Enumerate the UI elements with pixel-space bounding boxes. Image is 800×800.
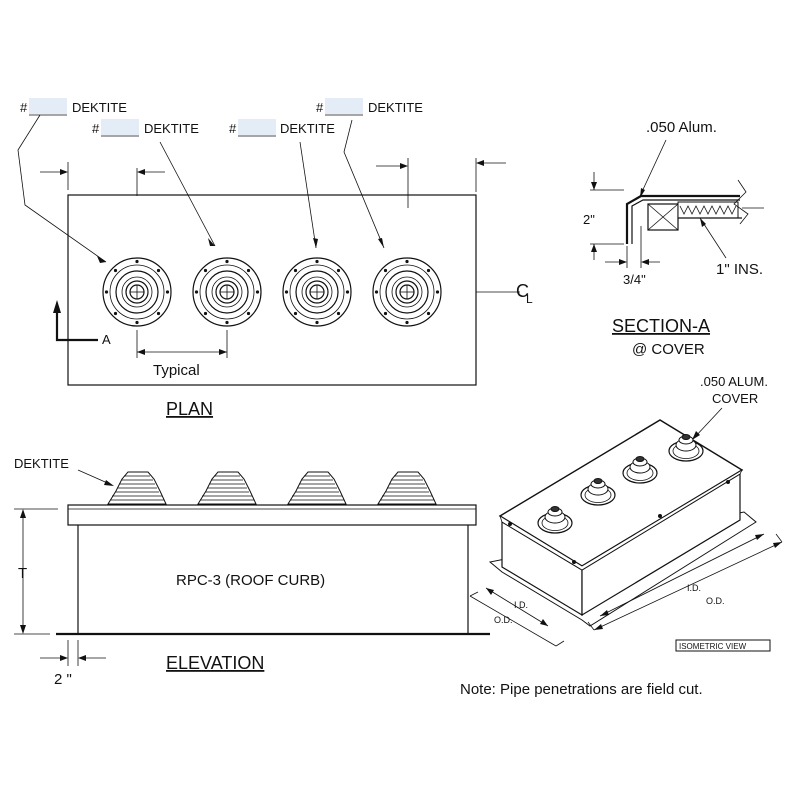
- elev-boot-1: [107, 471, 167, 505]
- section-subtitle: @ COVER: [632, 341, 705, 358]
- section-title: SECTION-A: [612, 316, 710, 336]
- iso-id-long: I.D.: [687, 583, 701, 593]
- iso-view-label: ISOMETRIC VIEW: [679, 642, 747, 651]
- svg-text:DEKTITE: DEKTITE: [144, 121, 199, 136]
- plan-top-dimensions: [40, 158, 506, 208]
- iso-boot-1: [537, 506, 573, 534]
- plan-title: PLAN: [166, 399, 213, 419]
- callout-dektite-3: # DEKTITE: [229, 119, 335, 249]
- svg-text:#: #: [20, 100, 28, 115]
- plan-view: # DEKTITE # DEKTITE # DEKTITE #: [17, 98, 533, 419]
- iso-od-long: O.D.: [706, 596, 725, 606]
- iso-boot-3: [622, 456, 658, 484]
- callout-dektite-4: # DEKTITE: [316, 98, 423, 249]
- plan-flange-4: [372, 257, 442, 327]
- iso-id-short: I.D.: [514, 600, 528, 610]
- alum-050-label: .050 Alum.: [646, 119, 717, 136]
- dim-T: T: [18, 565, 27, 582]
- iso-boot-2: [580, 478, 616, 506]
- plan-flange-1: [102, 257, 172, 327]
- elev-boot-4: [377, 471, 437, 505]
- svg-text:DEKTITE: DEKTITE: [72, 100, 127, 115]
- elev-boot-3: [287, 471, 347, 505]
- typical-dimension: Typical: [136, 330, 228, 379]
- iso-cover-label-1: .050 ALUM.: [700, 374, 768, 389]
- dim-2in-elev: 2 ": [54, 671, 72, 688]
- callout-dektite-1: # DEKTITE: [17, 98, 127, 263]
- section-a-detail: .050 Alum. 2" 3/4": [583, 119, 764, 358]
- section-cut-marker: A: [53, 300, 111, 347]
- svg-text:DEKTITE: DEKTITE: [368, 100, 423, 115]
- plan-curb-outline: [67, 194, 477, 386]
- dim-3-4: 3/4": [623, 272, 646, 287]
- typical-label: Typical: [153, 362, 200, 379]
- svg-text:#: #: [316, 100, 324, 115]
- elev-boot-2: [197, 471, 257, 505]
- plan-flange-2: [192, 257, 262, 327]
- svg-text:#: #: [229, 121, 237, 136]
- iso-boot-4: [668, 434, 704, 462]
- svg-text:DEKTITE: DEKTITE: [280, 121, 335, 136]
- note-text: Note: Pipe penetrations are field cut.: [460, 681, 703, 698]
- dim-2in: 2": [583, 212, 595, 227]
- svg-text:#: #: [92, 121, 100, 136]
- insulation: [677, 201, 739, 219]
- elevation-view: DEKTITE RPC-3 (ROOF CURB): [14, 456, 490, 688]
- callout-dektite-2: # DEKTITE: [92, 119, 216, 247]
- svg-text:L: L: [526, 292, 533, 306]
- svg-text:A: A: [102, 332, 111, 347]
- iso-view-tag: [675, 639, 771, 652]
- insulation-label: 1" INS.: [716, 261, 763, 278]
- dektite-elev-label: DEKTITE: [14, 456, 69, 471]
- plan-flange-3: [282, 257, 352, 327]
- svg-text:C: C: [516, 281, 529, 301]
- isometric-view: .050 ALUM. COVER: [469, 374, 783, 652]
- iso-od-short: O.D.: [494, 615, 513, 625]
- elev-cover-cap: [67, 504, 477, 526]
- iso-cover-label-2: COVER: [712, 391, 758, 406]
- centerline-marker: C L: [476, 281, 533, 306]
- curb-label: RPC-3 (ROOF CURB): [176, 572, 325, 589]
- elevation-title: ELEVATION: [166, 653, 264, 673]
